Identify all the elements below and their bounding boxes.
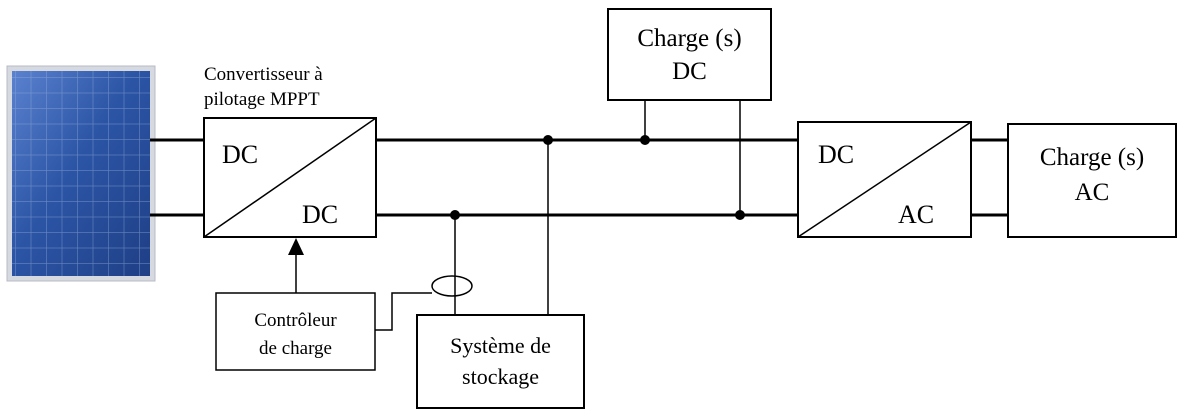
- ac-load-box: Charge (s) AC: [1007, 123, 1177, 238]
- charge-controller-box: Contrôleur de charge: [215, 292, 376, 371]
- dc-load-line1: Charge (s): [637, 25, 741, 52]
- charge-controller-line2: de charge: [259, 338, 332, 359]
- ac-load-line1: Charge (s): [1040, 144, 1144, 171]
- inverter-output-label: AC: [898, 200, 934, 229]
- solar-panel-image: [6, 65, 156, 282]
- dcac-inverter: DC AC: [797, 121, 972, 238]
- storage-system-box: Système de stockage: [416, 314, 585, 409]
- storage-line2: stockage: [462, 364, 539, 389]
- junction-dot: [735, 210, 745, 220]
- inverter-input-label: DC: [818, 140, 854, 169]
- junction-dot: [450, 210, 460, 220]
- current-sensor-icon: [431, 275, 473, 297]
- dcdc-converter: DC DC: [203, 117, 377, 238]
- junction-dot: [543, 135, 553, 145]
- dcdc-caption-line1: Convertisseur à: [204, 64, 323, 85]
- dcdc-input-label: DC: [222, 140, 258, 169]
- charge-controller-line1: Contrôleur: [254, 310, 337, 331]
- storage-line1: Système de: [450, 333, 551, 358]
- dc-load-line2: DC: [672, 58, 707, 85]
- dc-load-box: Charge (s) DC: [607, 8, 772, 101]
- controller-arrow-head-icon: [288, 238, 304, 255]
- dcdc-output-label: DC: [302, 200, 338, 229]
- dcdc-caption-line2: pilotage MPPT: [204, 89, 320, 110]
- junction-dot: [640, 135, 650, 145]
- sensor-to-controller-wire: [375, 292, 432, 331]
- ac-load-line2: AC: [1075, 179, 1110, 206]
